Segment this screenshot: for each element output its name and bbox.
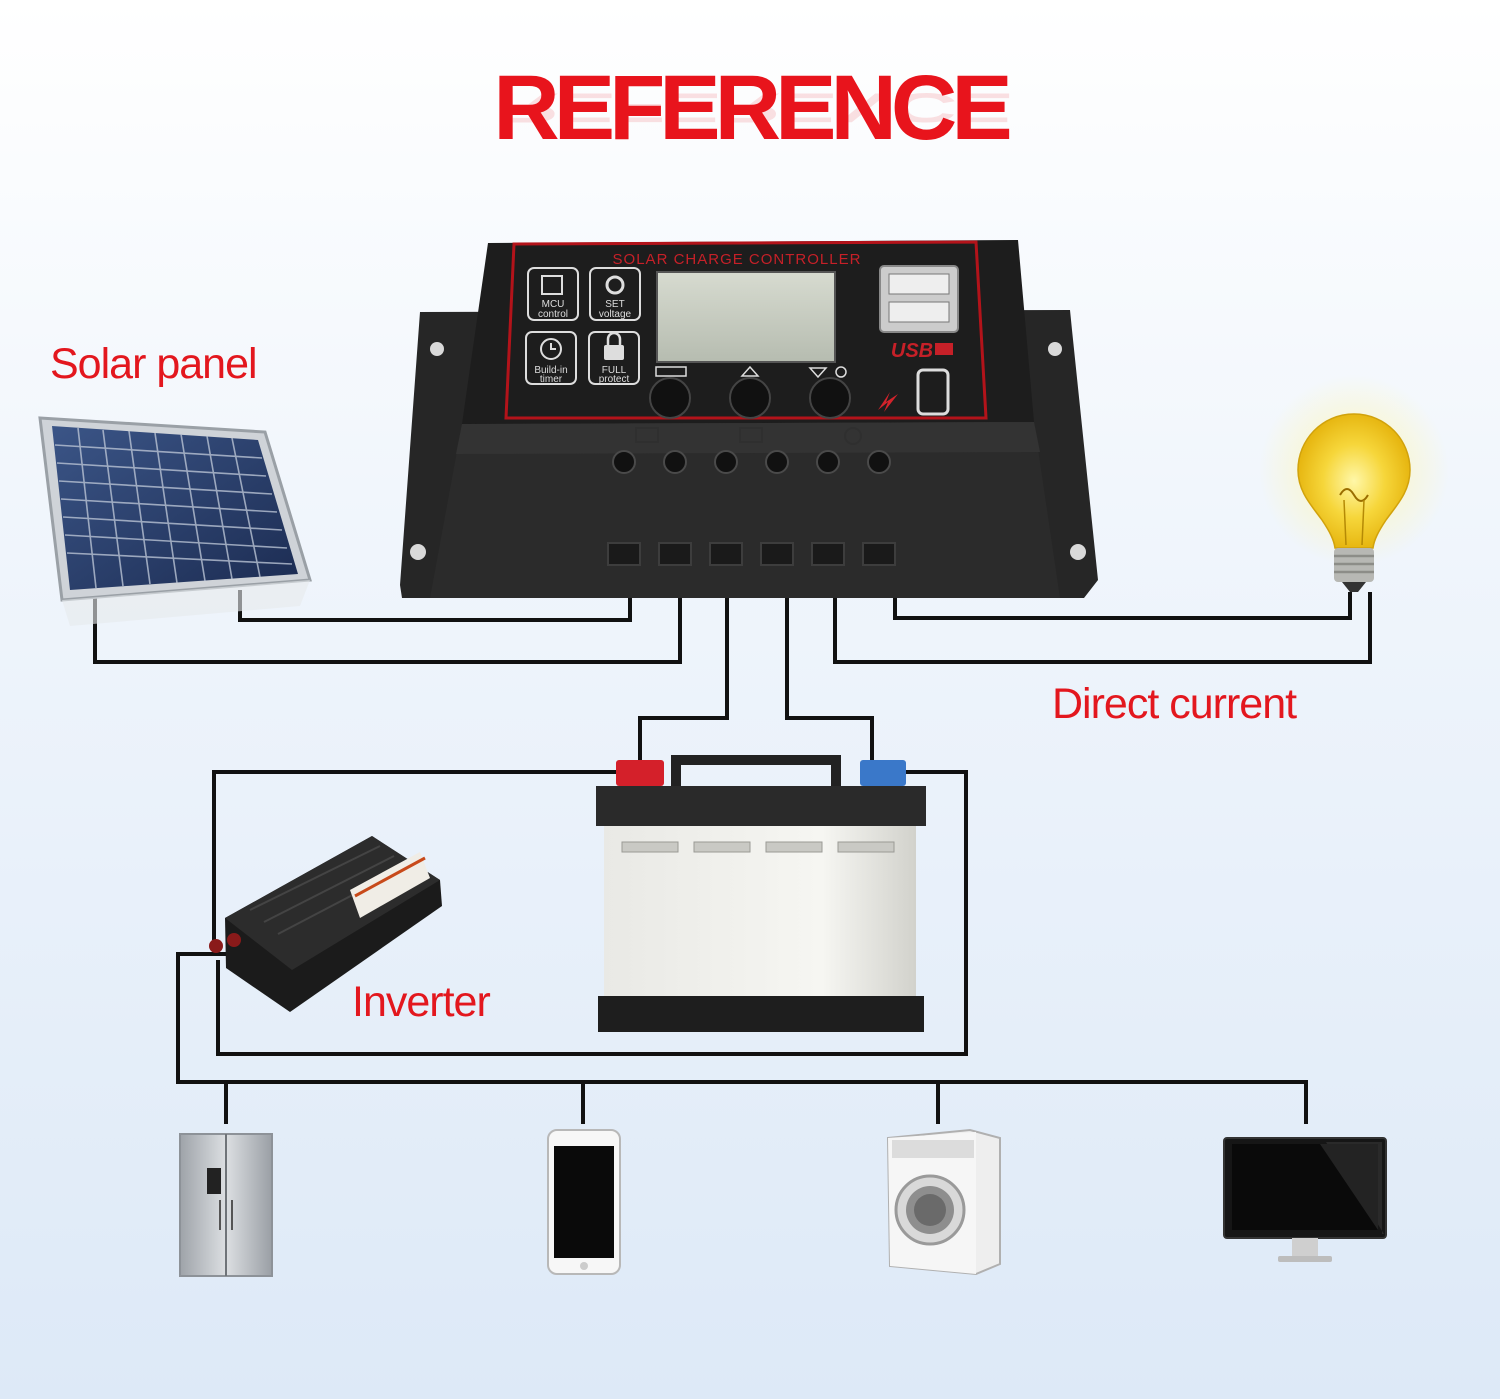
usb-label: USB: [891, 340, 933, 362]
svg-text:voltage: voltage: [599, 309, 632, 320]
solar-panel-icon: [38, 416, 312, 626]
chip-icon: [541, 275, 563, 295]
wire-battery-neg-ctrl: [785, 594, 874, 762]
svg-text:SET: SET: [605, 299, 624, 310]
svg-text:Build-in: Build-in: [534, 365, 567, 376]
battery-negative-terminal: [860, 760, 906, 786]
monitor-icon: [1223, 1137, 1387, 1262]
menu-button[interactable]: [649, 377, 691, 419]
wire-panel-neg: [93, 594, 682, 664]
svg-text:FULL: FULL: [602, 365, 627, 376]
smartphone-icon: [547, 1129, 621, 1275]
svg-text:MCU: MCU: [542, 299, 565, 310]
wire-load-neg: [893, 592, 1352, 620]
down-arrow-icon: [808, 367, 828, 379]
light-bulb-icon: [1259, 375, 1449, 592]
up-button[interactable]: [729, 377, 771, 419]
wire-inverter-neg: [216, 770, 968, 1056]
solar-panel-label: Solar panel: [50, 340, 258, 388]
washing-machine-icon: [886, 1128, 1001, 1276]
refrigerator-icon: [179, 1133, 273, 1277]
battery-positive-terminal: [616, 760, 664, 786]
wire-ac-bus: [176, 952, 1308, 1124]
page-title: REFERENCE: [493, 57, 1012, 159]
lcd-display: [656, 271, 836, 363]
svg-text:protect: protect: [599, 374, 630, 385]
battery-icon: [596, 755, 926, 1032]
controller-header: SOLAR CHARGE CONTROLLER: [613, 251, 862, 268]
clock-icon: [540, 338, 562, 360]
wire-inverter-pos: [212, 770, 620, 940]
inverter-label: Inverter: [352, 978, 491, 1026]
svg-text:control: control: [538, 309, 568, 320]
charge-controller: SOLAR CHARGE CONTROLLER MCU control SET …: [400, 240, 1098, 598]
inverter-icon: [209, 836, 442, 1012]
wire-battery-pos-ctrl: [638, 594, 729, 762]
menu-glyph-icon: [655, 366, 687, 377]
lock-icon: [604, 345, 624, 360]
up-arrow-icon: [740, 365, 760, 377]
gear-icon: [605, 275, 625, 295]
lightning-icon: [878, 392, 898, 412]
phone-glyph-icon: [916, 368, 950, 416]
wire-load-pos: [833, 592, 1372, 664]
feature-icons: MCU control SET voltage Build-in timer F…: [525, 267, 641, 385]
svg-text:timer: timer: [540, 374, 563, 385]
direct-current-label: Direct current: [1052, 680, 1297, 728]
down-button[interactable]: [809, 377, 851, 419]
